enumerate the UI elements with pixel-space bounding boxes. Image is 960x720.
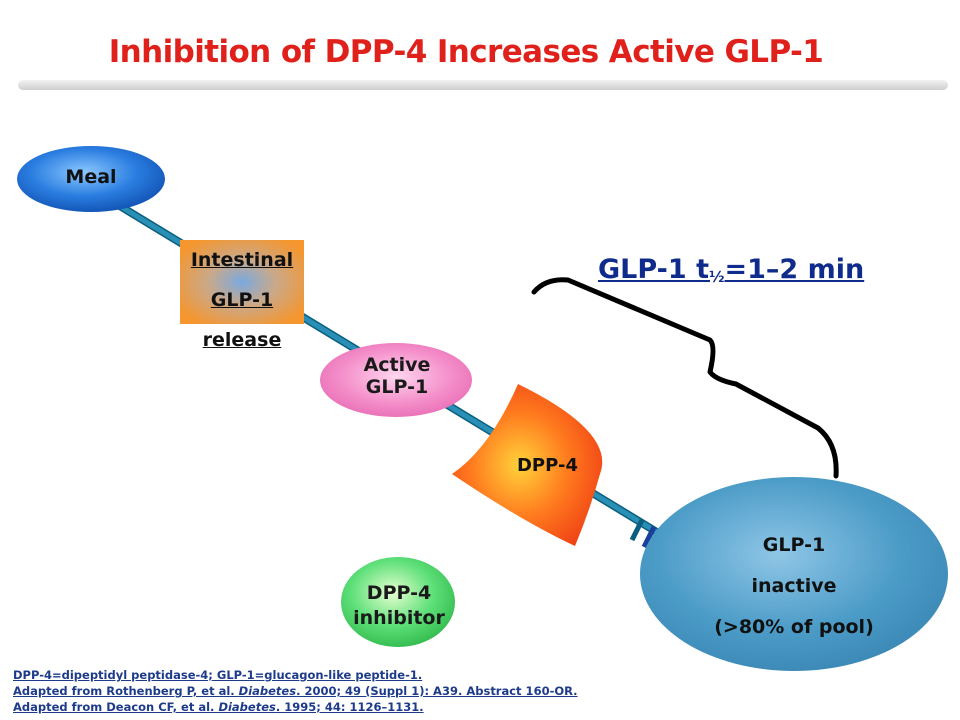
slide-title: Inhibition of DPP-4 Increases Active GLP… — [108, 34, 824, 70]
half-life-subscript: ½ — [708, 268, 725, 286]
half-life-prefix: GLP-1 t — [598, 254, 709, 285]
active-line-1: Active — [363, 354, 431, 376]
ref2-text-pre: Adapted from Deacon CF, et al. — [13, 700, 219, 714]
dpp4-inhibitor-label: DPP-4 inhibitor — [330, 581, 468, 631]
intestinal-box — [180, 240, 304, 324]
active-glp1-node — [320, 343, 472, 417]
half-life-suffix: =1–2 min — [724, 254, 865, 285]
inhibition-bar — [629, 518, 657, 549]
footnote-abbreviations: DPP-4=dipeptidyl peptidase-4; GLP-1=gluc… — [13, 668, 423, 682]
inhibitor-line-2: inhibitor — [353, 607, 445, 629]
meal-label: Meal — [65, 166, 117, 188]
glp1-inactive-label: GLP-1 inactive (>80% of pool) — [640, 525, 948, 648]
ref1-text-pre: Adapted from Rothenberg P, et al. — [13, 684, 239, 698]
ref1-text-post: . 2000; 49 (Suppl 1): A39. Abstract 160-… — [296, 684, 578, 698]
footnote-reference-1: Adapted from Rothenberg P, et al. Diabet… — [13, 683, 578, 699]
active-glp1-label: Active GLP-1 — [322, 354, 472, 398]
inhibitor-line-1: DPP-4 — [366, 582, 432, 604]
inactive-line-1: GLP-1 — [762, 534, 826, 556]
inactive-line-3: (>80% of pool) — [714, 616, 874, 638]
intestinal-line-1: Intestinal — [190, 249, 294, 271]
ref1-journal: Diabetes — [238, 684, 297, 698]
footnotes: DPP-4=dipeptidyl peptidase-4; GLP-1=gluc… — [13, 667, 578, 715]
active-line-2: GLP-1 — [365, 376, 429, 398]
footnote-reference-2: Adapted from Deacon CF, et al. Diabetes.… — [13, 699, 578, 715]
intestinal-line-3: release — [202, 329, 282, 351]
glp1-inactive-node — [640, 477, 948, 671]
intestinal-line-2: GLP-1 — [210, 289, 274, 311]
ref2-text-post: . 1995; 44: 1126–1131. — [275, 700, 424, 714]
glp1-half-life-label: GLP-1 t½=1–2 min — [598, 254, 864, 286]
half-life-brace — [531, 277, 839, 479]
meal-node — [17, 146, 165, 212]
dpp4-enzyme-node — [452, 384, 603, 546]
inactive-line-2: inactive — [751, 575, 837, 597]
dpp4-label: DPP-4 — [516, 455, 578, 476]
title-divider — [18, 80, 948, 90]
ref2-journal: Diabetes — [218, 700, 276, 714]
intestinal-glp1-release-label: Intestinal GLP-1 release — [168, 240, 316, 360]
dpp4-inhibitor-node — [341, 557, 455, 647]
